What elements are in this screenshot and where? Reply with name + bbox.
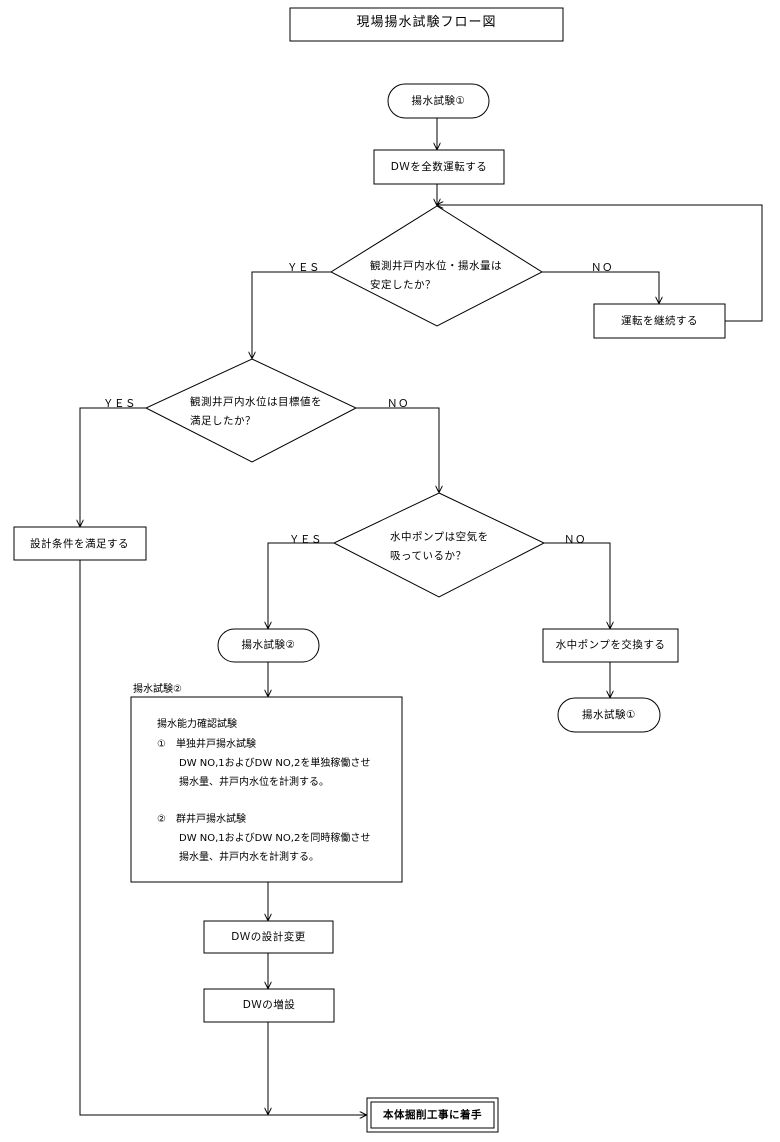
branch-yes-3: ＹＥＳ — [289, 534, 322, 546]
decision-stable-line2: 安定したか？ — [370, 279, 436, 291]
final-box-outer — [366, 1097, 499, 1133]
dw-design-change-label: DＷの設計変更 — [231, 931, 306, 943]
decision-air-line2: 吸っているか？ — [390, 550, 467, 562]
branch-yes-1: ＹＥＳ — [287, 262, 320, 274]
branch-no-3: ＮＯ — [564, 534, 586, 546]
branch-no-1: ＮＯ — [591, 262, 613, 274]
decision-target-line1: 観測井戸内水位は目標値を — [190, 396, 322, 408]
note-item2-line2: 揚水量、井戸内水を計測する。 — [179, 852, 319, 863]
note-item2-line1: DW NO,1およびDW NO,2を同時稼働させ — [179, 833, 371, 844]
decision-stable-line1: 観測井戸内水位・揚水量は — [370, 260, 502, 272]
branch-no-2: ＮＯ — [387, 398, 409, 410]
continue-operation-label: 運転を継続する — [621, 315, 698, 327]
test2-note-box — [130, 696, 403, 883]
decision-air-line1: 水中ポンプは空気を — [390, 531, 489, 543]
title-box — [289, 7, 564, 42]
note-item1-title: ① 単独井戸揚水試験 — [157, 739, 256, 750]
run-all-dw-box — [373, 149, 505, 185]
dw-add-label: DＷの増設 — [242, 999, 296, 1011]
note-item2-title: ② 群井戸揚水試験 — [157, 814, 246, 825]
satisfy-design-label: 設計条件を満足する — [30, 538, 129, 550]
run-all-dw-label: DＷを全数運転する — [390, 161, 488, 173]
dw-add-box — [203, 988, 335, 1023]
decision-target-line2: 満足したか？ — [190, 415, 256, 427]
test1-terminal-label: 揚水試験① — [582, 709, 636, 721]
test1-terminal-shape — [557, 697, 661, 733]
start-terminal-shape — [387, 83, 490, 119]
decision-stable-diamond — [329, 205, 544, 327]
note-item1-line1: DW NO,1およびDW NO,2を単独稼働させ — [179, 758, 371, 769]
final-box-inner — [370, 1101, 495, 1129]
start-terminal-label: 揚水試験① — [411, 95, 466, 107]
note-heading: 揚水能力確認試験 — [157, 719, 237, 730]
test2-terminal-label: 揚水試験② — [241, 639, 296, 651]
replace-pump-label: 水中ポンプを交換する — [555, 639, 666, 651]
decision-air-diamond — [332, 492, 546, 598]
final-label: 本体掘削工事に着手 — [383, 1109, 482, 1121]
page-title: 現場揚水試験フロー図 — [356, 15, 497, 30]
note-caption: 揚水試験② — [133, 684, 182, 695]
note-item1-line2: 揚水量、井戸内水位を計測する。 — [179, 777, 329, 788]
branch-yes-2: ＹＥＳ — [103, 398, 136, 410]
decision-target-diamond — [144, 358, 358, 463]
